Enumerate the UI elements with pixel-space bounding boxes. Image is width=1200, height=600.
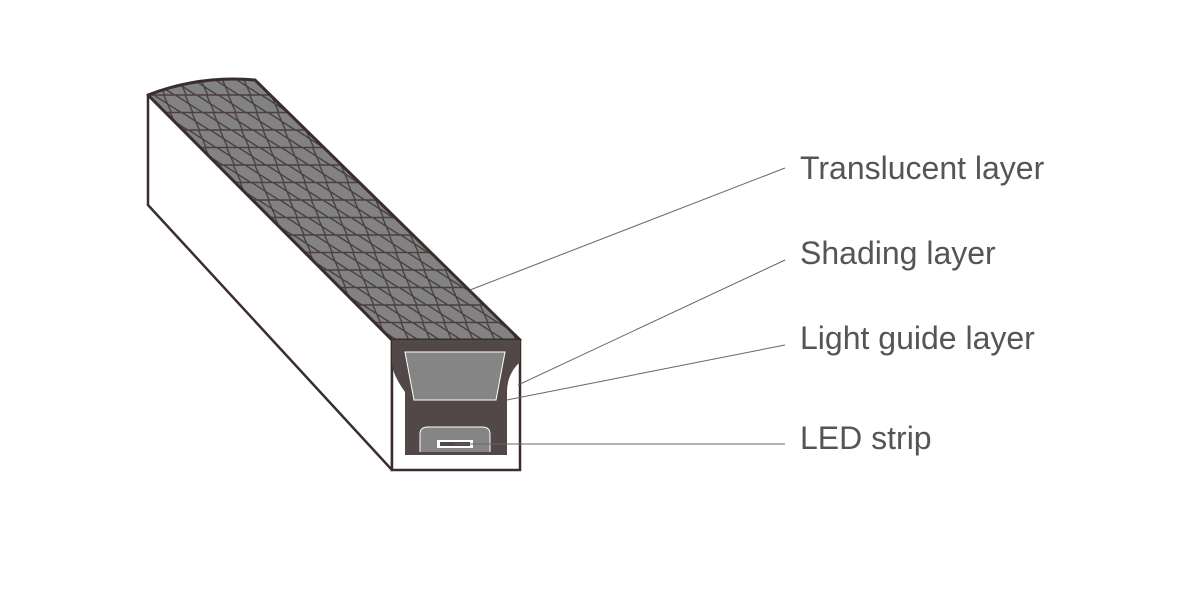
label-led-strip: LED strip: [800, 420, 932, 456]
top-surface: [148, 79, 520, 340]
leader-line-shading: [517, 259, 786, 386]
leader-lines: [455, 167, 786, 445]
light-guide-window: [404, 351, 506, 401]
label-shading-layer: Shading layer: [800, 235, 996, 271]
top-surface-outline: [146, 77, 522, 342]
label-light-guide-layer: Light guide layer: [800, 320, 1035, 356]
led-strip-channel: [419, 426, 491, 452]
leader-line-translucent: [469, 167, 786, 291]
leader-line-light-guide: [506, 344, 786, 401]
label-translucent-layer: Translucent layer: [800, 150, 1045, 186]
